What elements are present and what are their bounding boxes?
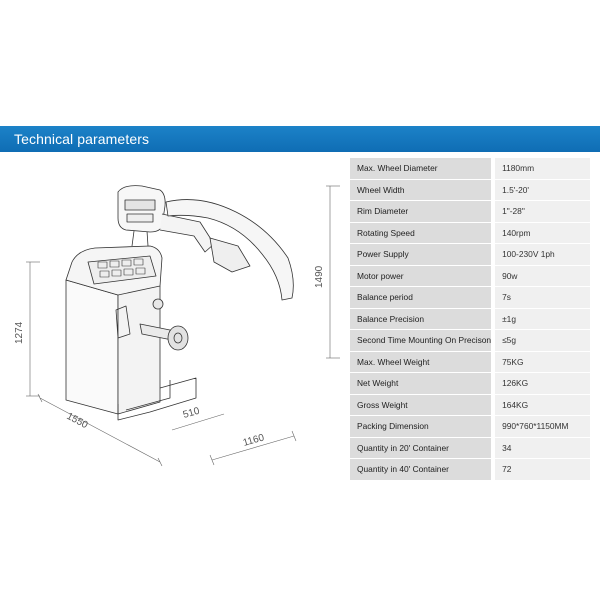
parameter-label: Net Weight — [350, 372, 496, 395]
dim-width-label: 1550 — [65, 411, 90, 431]
parameter-label: Max. Wheel Weight — [350, 351, 496, 373]
parameter-value: 72 — [493, 458, 590, 481]
parameter-label: Rim Diameter — [350, 200, 496, 223]
parameter-value: 990*760*1150MM — [493, 415, 590, 438]
dim-hood-height-label: 1490 — [314, 265, 325, 288]
parameter-label: Gross Weight — [350, 394, 496, 416]
section-title: Technical parameters — [14, 131, 150, 147]
parameter-label: Balance Precision — [350, 308, 496, 330]
parameter-label: Wheel Width — [350, 179, 496, 201]
wheel-balancer-diagram: 1274 1490 1550 510 1160 — [14, 185, 340, 467]
parameter-value: 126KG — [493, 372, 590, 395]
parameter-value: 1.5'-20' — [493, 179, 590, 201]
parameter-row: Balance Precision±1g — [350, 308, 590, 330]
parameter-value: 1"-28" — [493, 200, 590, 223]
parameter-value: 140rpm — [493, 222, 590, 244]
parameter-value: 90w — [493, 265, 590, 287]
parameter-value: 75KG — [493, 351, 590, 373]
parameter-label: Quantity in 20' Container — [350, 437, 496, 459]
parameter-label: Motor power — [350, 265, 496, 287]
parameter-value: ≤5g — [493, 329, 590, 352]
parameter-label: Second Time Mounting On Precison — [350, 329, 496, 352]
parameter-value: ±1g — [493, 308, 590, 330]
parameter-label: Packing Dimension — [350, 415, 496, 438]
section-banner: Technical parameters — [0, 126, 600, 152]
parameter-value: 34 — [493, 437, 590, 459]
parameter-label: Power Supply — [350, 243, 496, 266]
parameter-value: 100-230V 1ph — [493, 243, 590, 266]
parameter-value: 7s — [493, 286, 590, 309]
parameter-label: Rotating Speed — [350, 222, 496, 244]
parameter-label: Quantity in 40' Container — [350, 458, 496, 481]
parameter-row: Second Time Mounting On Precison≤5g — [350, 329, 590, 352]
parameter-value: 1180mm — [493, 158, 590, 180]
parameter-value: 164KG — [493, 394, 590, 416]
parameter-label: Max. Wheel Diameter — [350, 158, 496, 180]
dim-depth-label: 1160 — [242, 432, 266, 449]
parameter-label: Balance period — [350, 286, 496, 309]
dim-height-label: 1274 — [14, 321, 25, 344]
dim-base-depth-label: 510 — [182, 406, 201, 421]
